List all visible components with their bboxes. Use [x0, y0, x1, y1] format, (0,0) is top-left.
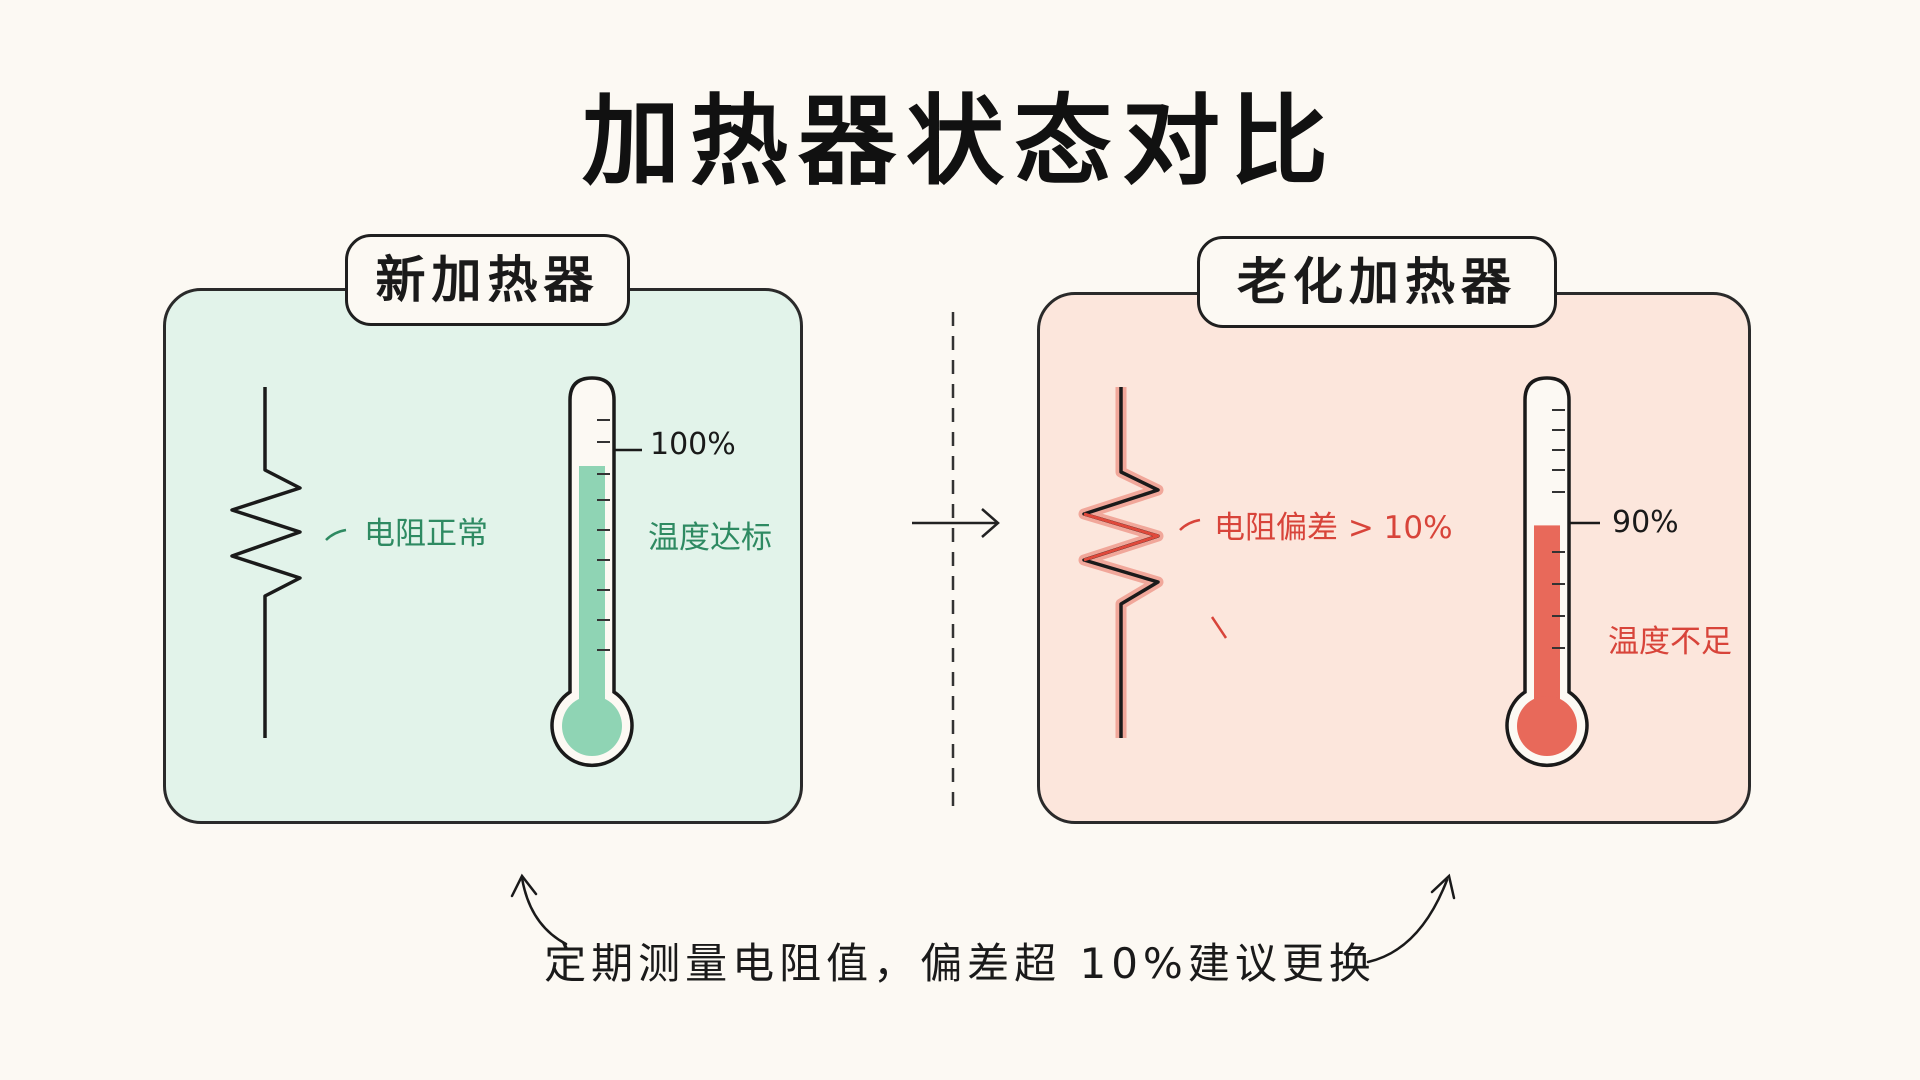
aged-resistor-pointer	[1179, 518, 1201, 531]
footer-left-arrow-icon	[510, 873, 568, 946]
new-temp-status: 温度达标	[648, 520, 772, 556]
aged-thermometer-icon	[1505, 376, 1600, 768]
new-thermometer-icon	[550, 376, 642, 768]
new-resistor-icon	[230, 387, 302, 738]
aged-heater-tag: 老化加热器	[1197, 236, 1557, 328]
aged-temp-percent: 90%	[1612, 505, 1679, 540]
aged-temp-status: 温度不足	[1608, 624, 1732, 660]
aged-resistor-spark	[1210, 616, 1228, 639]
new-resistor-pointer	[325, 528, 347, 541]
footer-right-arrow-icon	[1366, 873, 1456, 964]
new-resistor-label: 电阻正常	[364, 516, 488, 552]
page-title: 加热器状态对比	[581, 85, 1338, 199]
new-temp-percent: 100%	[650, 427, 736, 462]
aged-heater-panel	[1037, 292, 1751, 824]
maintenance-note: 定期测量电阻值，偏差超 10%建议更换	[544, 939, 1376, 988]
aged-resistor-label: 电阻偏差 > 10%	[1214, 510, 1453, 546]
transition-arrow-icon	[912, 508, 1000, 538]
new-heater-panel	[163, 288, 803, 824]
new-heater-tag: 新加热器	[345, 234, 630, 326]
aged-resistor-icon	[1078, 387, 1164, 738]
